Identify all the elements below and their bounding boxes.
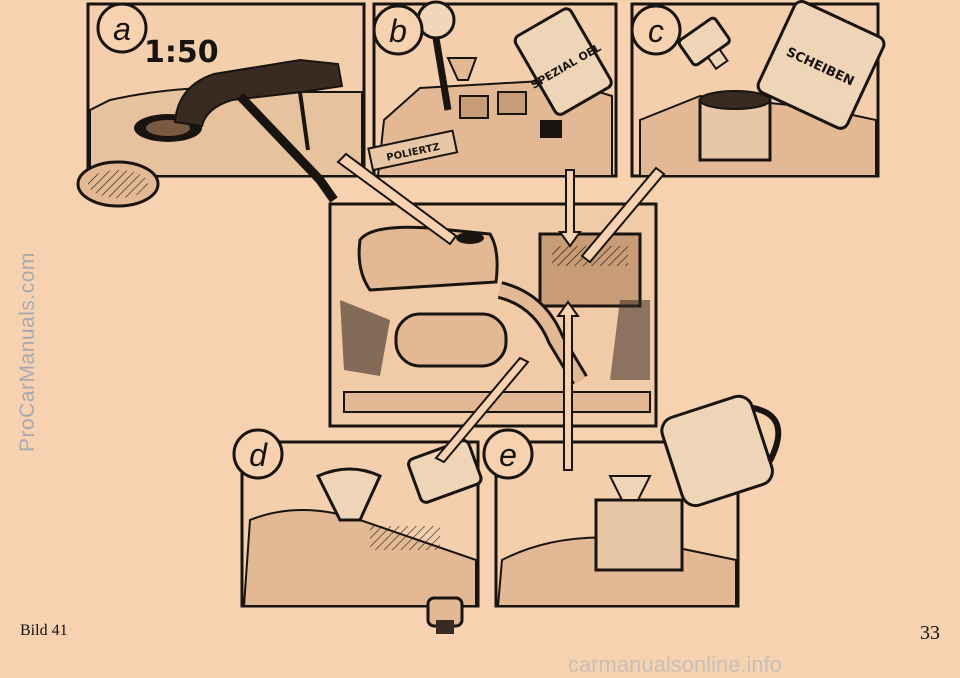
arrow-a (336, 152, 458, 246)
mix-ratio-label: 1:50 (144, 35, 219, 70)
side-watermark: ProCarManuals.com (16, 252, 39, 452)
panel-c: SCHEIBEN c (630, 0, 886, 178)
arrow-d (434, 356, 530, 464)
panel-d: d (232, 428, 483, 634)
figure-caption: Bild 41 (20, 622, 68, 639)
bottom-watermark: carmanualsonline.info (568, 652, 783, 677)
panel-a: a 1:50 (76, 2, 366, 208)
panel-e-letter: e (499, 437, 517, 473)
panel-a-letter: a (113, 11, 131, 47)
page-number: 33 (920, 622, 940, 644)
panel-c-letter: c (648, 13, 664, 49)
arrow-b (558, 169, 582, 248)
panel-d-letter: d (249, 437, 268, 473)
panel-b: SPEZIAL OEL POLIERTZ b (367, 0, 618, 178)
panel-b-letter: b (389, 13, 407, 49)
pointer-arrows (336, 152, 666, 471)
panel-e: e (482, 394, 782, 608)
arrow-c (580, 166, 666, 264)
arrow-e (556, 300, 580, 471)
